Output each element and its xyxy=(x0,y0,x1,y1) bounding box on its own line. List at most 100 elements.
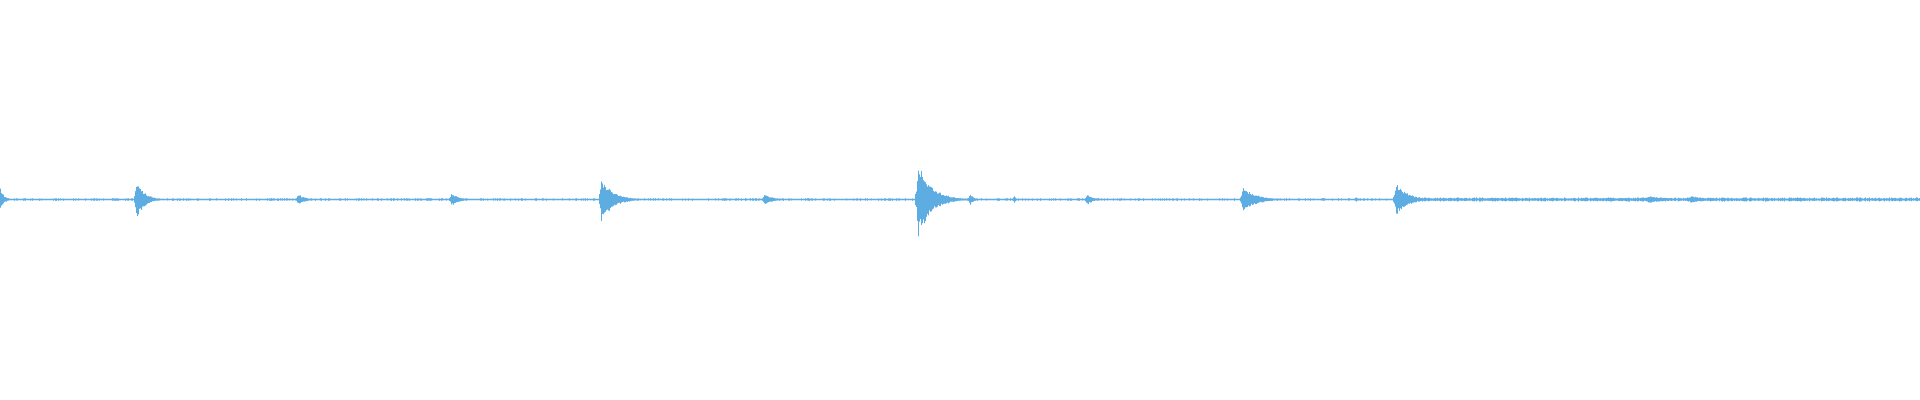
waveform-column xyxy=(462,198,463,201)
waveform-column xyxy=(522,198,523,201)
waveform-column xyxy=(1164,198,1165,201)
waveform-column xyxy=(778,198,779,201)
waveform-column xyxy=(1397,184,1398,214)
waveform-column xyxy=(1756,198,1757,201)
waveform-column xyxy=(1618,198,1619,201)
waveform-column xyxy=(1779,198,1780,201)
waveform-column xyxy=(78,198,79,201)
waveform-column xyxy=(1092,197,1093,202)
waveform-column xyxy=(1406,193,1407,205)
waveform-column xyxy=(967,198,968,201)
waveform-column xyxy=(1524,198,1525,201)
waveform-column xyxy=(0,188,1,208)
waveform-column xyxy=(191,198,192,201)
waveform-column xyxy=(320,198,321,201)
waveform-column xyxy=(1619,198,1620,202)
waveform-column xyxy=(497,198,498,201)
waveform-column xyxy=(162,198,163,201)
waveform-column xyxy=(1571,198,1572,201)
waveform-column xyxy=(1712,198,1713,201)
waveform-column xyxy=(930,186,931,212)
waveform-column xyxy=(1673,198,1674,201)
waveform-column xyxy=(867,198,868,201)
waveform-column xyxy=(1471,198,1472,201)
waveform-column xyxy=(612,192,613,207)
waveform-column xyxy=(1398,190,1399,209)
waveform-column xyxy=(1853,198,1854,201)
waveform-column xyxy=(310,198,311,201)
waveform-column xyxy=(1627,198,1628,202)
waveform-column xyxy=(429,198,430,201)
waveform-column xyxy=(1595,197,1596,202)
waveform-column xyxy=(945,196,946,204)
waveform-column xyxy=(767,196,768,203)
waveform-column xyxy=(1783,198,1784,201)
waveform-column xyxy=(1874,198,1875,201)
waveform-column xyxy=(1523,198,1524,201)
waveform-column xyxy=(286,198,287,201)
waveform-column xyxy=(1028,198,1029,201)
waveform-column xyxy=(1246,191,1247,208)
waveform-column xyxy=(1606,197,1607,202)
waveform-column xyxy=(1522,197,1523,202)
waveform-column xyxy=(1708,197,1709,201)
waveform-column xyxy=(1838,198,1839,201)
waveform-column xyxy=(1905,197,1906,202)
waveform-column xyxy=(805,198,806,201)
waveform-column xyxy=(137,186,138,217)
waveform-column xyxy=(685,198,686,201)
waveform-column xyxy=(1184,198,1185,201)
waveform-column xyxy=(428,198,429,201)
waveform-column xyxy=(730,198,731,201)
waveform-column xyxy=(1644,198,1645,201)
waveform-column xyxy=(1552,197,1553,202)
waveform-column xyxy=(830,198,831,201)
waveform-column xyxy=(615,194,616,206)
waveform-column xyxy=(183,198,184,201)
waveform-column xyxy=(1565,197,1566,201)
waveform-column xyxy=(210,198,211,201)
waveform-column xyxy=(763,197,764,202)
waveform-column xyxy=(1767,197,1768,202)
waveform-column xyxy=(1332,198,1333,201)
waveform-column xyxy=(1420,197,1421,202)
waveform-column xyxy=(1791,197,1792,202)
waveform-column xyxy=(397,198,398,201)
waveform-column xyxy=(856,198,857,201)
waveform-column xyxy=(1878,197,1879,201)
waveform-column xyxy=(1810,198,1811,201)
waveform-column xyxy=(1749,198,1750,202)
waveform-column xyxy=(1651,196,1652,203)
waveform-column xyxy=(1594,198,1595,201)
waveform-column xyxy=(871,198,872,201)
waveform-column xyxy=(815,198,816,201)
waveform-column xyxy=(140,188,141,209)
waveform-column xyxy=(725,198,726,201)
waveform-column xyxy=(1780,198,1781,202)
waveform-column xyxy=(1528,198,1529,201)
waveform-column xyxy=(1538,197,1539,202)
waveform-column xyxy=(1363,198,1364,201)
waveform-column xyxy=(1262,196,1263,203)
waveform-column xyxy=(1506,198,1507,202)
waveform-column xyxy=(1720,198,1721,201)
waveform-column xyxy=(1857,197,1858,202)
waveform-column xyxy=(58,198,59,201)
waveform-column xyxy=(1469,197,1470,201)
waveform-column xyxy=(8,198,9,201)
waveform-column xyxy=(1848,197,1849,202)
waveform-column xyxy=(1664,197,1665,201)
waveform-column xyxy=(1806,198,1807,201)
waveform-column xyxy=(1829,198,1830,201)
waveform-column xyxy=(824,198,825,201)
waveform-column xyxy=(1341,198,1342,201)
waveform-column xyxy=(599,193,600,205)
waveform-column xyxy=(96,198,97,201)
waveform-column xyxy=(1551,197,1552,201)
waveform-column xyxy=(1766,197,1767,202)
waveform-column xyxy=(546,198,547,201)
waveform-column xyxy=(632,198,633,201)
waveform-column xyxy=(1695,196,1696,202)
waveform-column xyxy=(1676,198,1677,201)
waveform-column xyxy=(468,198,469,200)
